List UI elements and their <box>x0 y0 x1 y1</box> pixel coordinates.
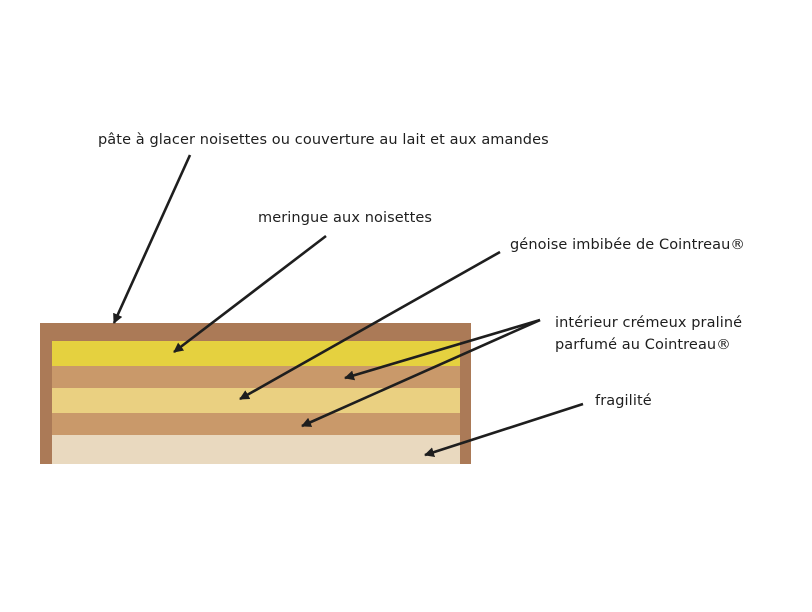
genoise-layer <box>52 388 460 413</box>
cream-layer-bottom <box>52 413 460 435</box>
label-genoise: génoise imbibée de Cointreau® <box>510 237 746 253</box>
arrow-fragilite <box>424 402 584 457</box>
arrow-genoise <box>239 250 501 401</box>
cream-layer-top <box>52 366 460 388</box>
arrow-meringue <box>173 234 327 354</box>
arrow-cream-bottom <box>301 318 541 428</box>
label-cream: intérieur crémeux praliné parfumé au Coi… <box>555 312 742 356</box>
fragilite-layer <box>52 435 460 464</box>
meringue-layer <box>52 341 460 366</box>
label-fragilite: fragilité <box>595 393 652 409</box>
label-cream-line-1: intérieur crémeux praliné <box>555 315 743 331</box>
label-glaze: pâte à glacer noisettes ou couverture au… <box>98 132 549 148</box>
arrow-glaze <box>112 154 192 324</box>
arrow-cream-top <box>344 318 541 381</box>
label-cream-line-2: parfumé au Cointreau® <box>555 337 731 353</box>
label-meringue: meringue aux noisettes <box>258 210 433 226</box>
